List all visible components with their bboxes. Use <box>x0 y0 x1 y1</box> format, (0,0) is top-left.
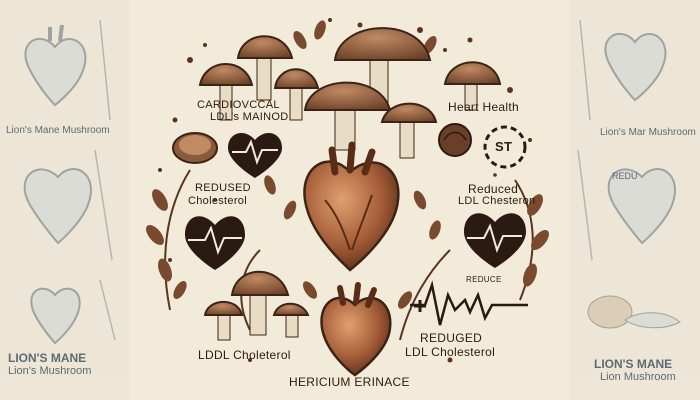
cholesterol-label-left: Cholesterol <box>188 195 247 207</box>
hericium-title: HERICIUM ERINACE <box>289 375 410 389</box>
cardiovascular-label: CARDIOVCCAL <box>197 99 280 111</box>
mushroom-left <box>198 63 254 121</box>
st-badge-text: ST <box>495 139 513 154</box>
heart-health-label: Heart Health <box>448 100 519 114</box>
right-heart-mid-icon <box>607 168 676 245</box>
reduged-label: REDUGED <box>420 331 483 345</box>
mushroom-right-top <box>443 61 502 111</box>
anatomical-heart-main <box>303 141 400 272</box>
left-heart-bottom-icon <box>30 287 81 345</box>
anatomical-heart-bottom <box>320 282 392 377</box>
heart-pulse-icon-top <box>228 133 282 178</box>
mushroom-top-left <box>236 35 294 101</box>
right-mushroom-bottom-icon <box>587 295 681 329</box>
mushroom-mid-small <box>273 68 320 121</box>
st-badge-icon <box>483 125 527 169</box>
reduce-small-label: REDUCE <box>466 275 502 284</box>
mushroom-bottom-left <box>203 270 310 341</box>
heart-pulse-icon-right <box>464 213 526 268</box>
right-bottom-title: LION'S MANE <box>594 357 673 371</box>
mushroom-slice-icon <box>172 132 218 164</box>
left-heart-top-icon <box>24 24 87 107</box>
ldl-mainod-label: LDL's MAINOD <box>210 111 289 123</box>
reduced-label-left: REDUSED <box>195 182 251 194</box>
ldl-cholesterol-bottom-label: LDL Cholesterol <box>405 345 496 359</box>
mushroom-large-top <box>333 27 432 111</box>
left-bottom-title: LION'S MANE <box>8 351 87 365</box>
right-mid-fragment: REDU <box>612 171 638 181</box>
right-heart-top-icon <box>604 32 667 102</box>
lddl-choleterol-label: LDDL Choleterol <box>198 348 291 362</box>
left-side-panel <box>0 0 130 400</box>
right-bottom-subtitle: Lion Mushroom <box>600 371 676 383</box>
mushroom-center <box>303 81 392 151</box>
seed-icon <box>438 123 472 157</box>
right-side-panel <box>570 0 700 400</box>
right-top-caption: Lion's Mar Mushroom <box>600 127 696 138</box>
left-bottom-subtitle: Lion's Mushroom <box>8 365 92 377</box>
left-top-caption: Lion's Mane Mushroom <box>6 125 110 136</box>
heart-pulse-icon-left <box>185 216 245 270</box>
mushroom-right-mid <box>380 102 438 159</box>
left-heart-mid-icon <box>23 168 92 245</box>
reduced-label-right: Reduced <box>468 182 519 196</box>
ecg-line-icon <box>410 280 528 326</box>
ldl-chesteron-label: LDL Chesteron <box>458 195 536 207</box>
